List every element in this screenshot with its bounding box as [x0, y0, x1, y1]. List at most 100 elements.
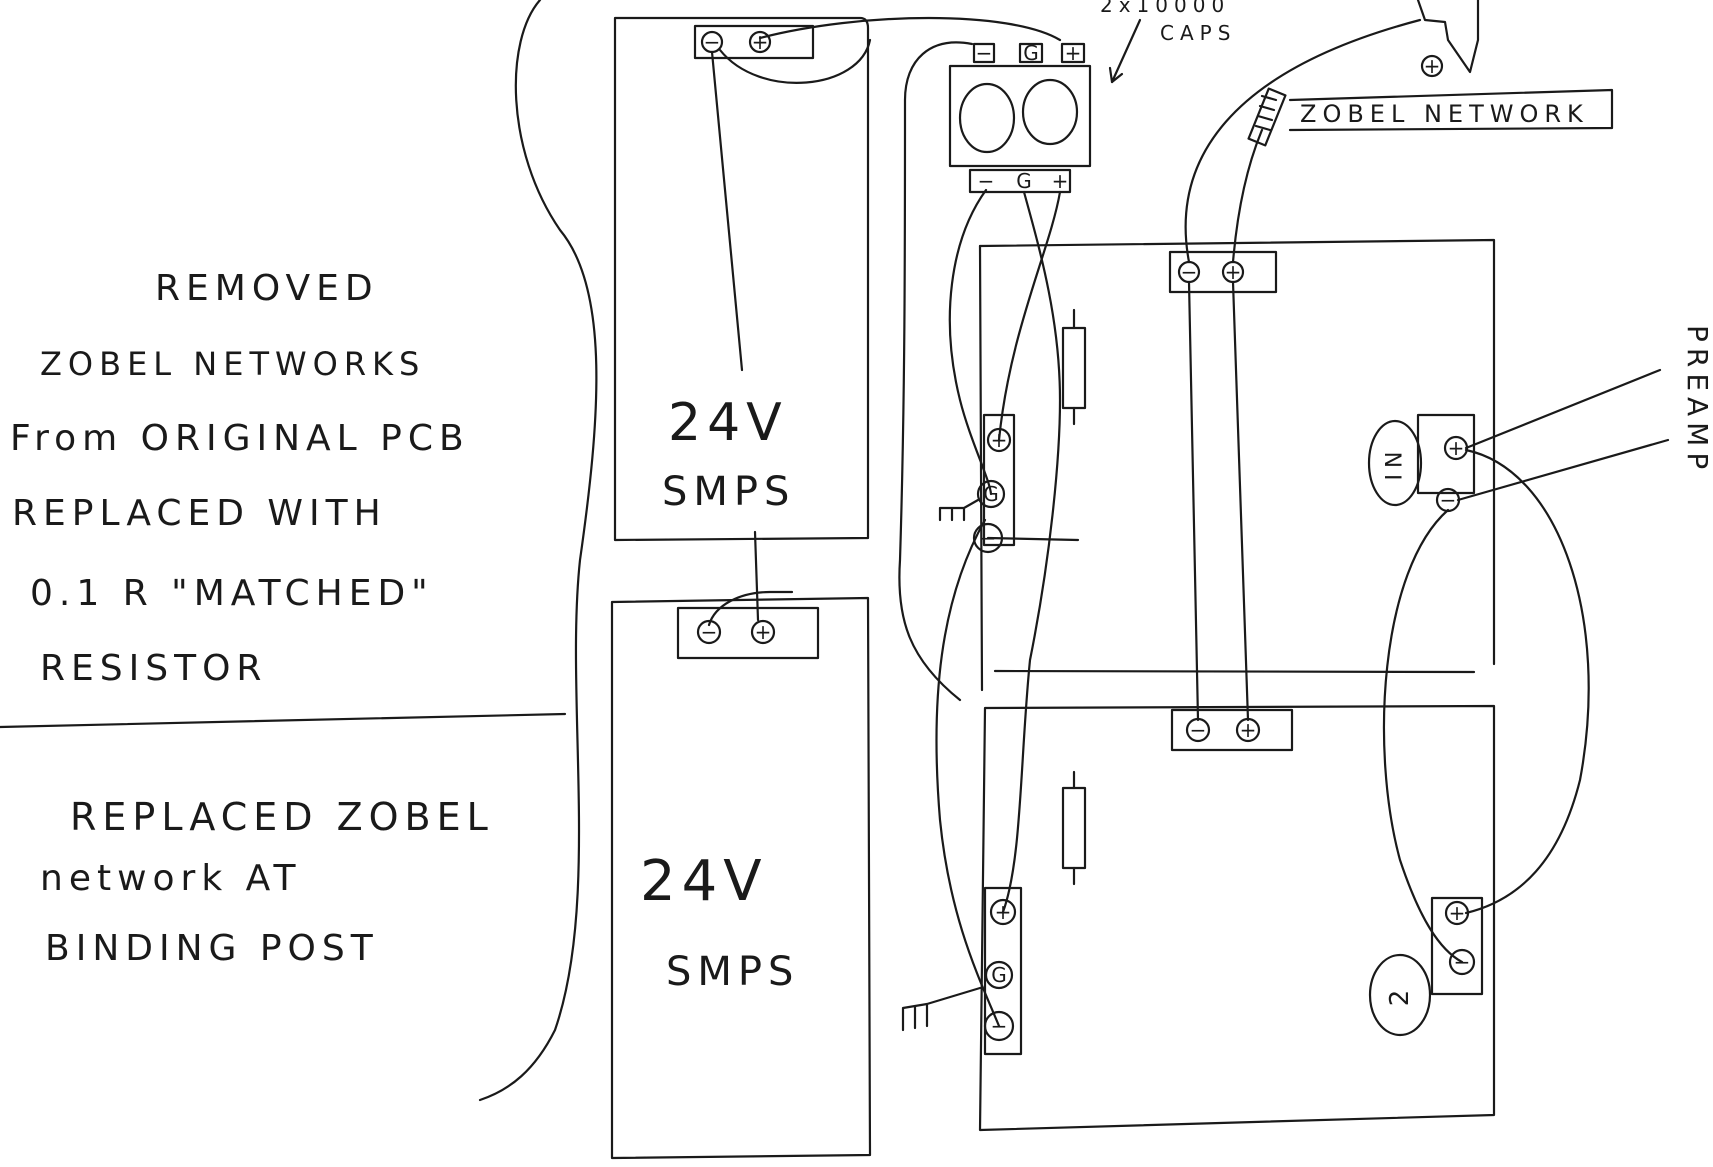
amp2-power-plus [989, 898, 1017, 926]
wire-amp1-to-amp2 [935, 518, 1001, 1028]
terminal-label: − [976, 41, 993, 65]
capacitor-board: − G + − G + 2x10000 CAPS [948, 0, 1236, 194]
note-line-7: REPLACED ZOBEL [70, 795, 494, 839]
amp1-left-edge [978, 244, 984, 692]
wire-cap-minus-amp1 [948, 188, 993, 496]
caps-value-label: 2x10000 [1100, 0, 1230, 17]
smps-bottom-minus-terminal [696, 619, 722, 645]
wire-smps-link [753, 530, 760, 622]
amp2-output-block [1170, 708, 1294, 752]
amp2-power-block [983, 886, 1023, 1056]
smps-top-terminal-block [693, 24, 815, 60]
cap-in-ground [1018, 42, 1044, 64]
note-line-2: ZOBEL NETWORKS [40, 345, 425, 383]
wire-out-plus [1231, 280, 1250, 722]
smps-bottom-outline [610, 596, 872, 1160]
terminal-label: G [1016, 169, 1032, 193]
wires [707, 16, 1670, 1028]
wire-smps-bottom-loop [707, 590, 794, 627]
terminal-label: + [1424, 54, 1441, 78]
amp1-power-plus [986, 427, 1012, 453]
amp2-in-minus [1448, 948, 1476, 976]
amp-board-1: − + + G − + − IN [938, 238, 1496, 692]
wire-speaker-a [1184, 18, 1422, 264]
amp1-output-block [1168, 250, 1278, 294]
amp1-power-ground [976, 479, 1006, 509]
terminal-label: + [1448, 436, 1465, 460]
amp-board-2: − + + G − + − 2 [901, 704, 1496, 1132]
wire-preamp-plus [1464, 368, 1662, 450]
cap-out-strip [968, 168, 1072, 194]
smps-bottom-voltage: 24V [640, 849, 768, 914]
terminal-label: + [755, 620, 772, 644]
amp2-outline [978, 704, 1496, 1132]
terminal-label: − [1190, 718, 1207, 742]
smps-bottom-plus-terminal [750, 619, 776, 645]
amp2-power-minus [983, 1010, 1015, 1042]
note-line-1: REMOVED [155, 268, 379, 309]
terminal-label: − [1440, 488, 1457, 512]
amp2-power-ground [984, 960, 1014, 990]
chassis-wire [478, 0, 598, 1102]
terminal-label: + [1449, 901, 1466, 925]
ch2-label: 2 [1385, 984, 1415, 1007]
smps-bottom-terminal-block [676, 606, 820, 660]
wire-caps-down-left [898, 41, 974, 702]
wire-out-minus [1187, 280, 1200, 722]
wire-smps-top-minus [710, 50, 744, 372]
in-label-circle [1367, 419, 1423, 507]
terminal-label: G [991, 963, 1007, 987]
amp2-ground-symbol [901, 986, 982, 1032]
cap-board-outline [948, 64, 1092, 168]
removed-note: REMOVED ZOBEL NETWORKS From ORIGINAL PCB… [10, 268, 470, 689]
wire-cap-plus-amp1 [997, 190, 1062, 442]
amp2-input-block [1430, 896, 1484, 996]
wire-cap-ground-amp2 [1001, 190, 1062, 914]
cap-in-plus [1060, 42, 1086, 64]
note-line-3: From ORIGINAL PCB [10, 418, 470, 459]
note-divider [0, 712, 567, 729]
in-label: IN [1383, 446, 1408, 481]
amp1-input-block [1416, 413, 1476, 495]
amp1-resistor [1061, 326, 1087, 410]
note-line-5: 0.1 R "MATCHED" [30, 573, 434, 614]
wire-preamp-minus [1456, 438, 1670, 502]
terminal-label: + [1240, 718, 1257, 742]
note-line-8: network AT [40, 858, 301, 899]
terminal-label: G [1023, 41, 1039, 65]
binding-post-outline [1416, 0, 1480, 74]
note-line-9: BINDING POST [45, 928, 379, 969]
caps-label: CAPS [1160, 21, 1236, 45]
smps-top-voltage: 24V [668, 393, 788, 453]
smps-top-name: SMPS [662, 469, 795, 515]
board-separator [993, 669, 1476, 674]
smps-bottom-name: SMPS [666, 949, 799, 995]
smps-top-plus-terminal [748, 30, 772, 54]
wire-preamp-to-ch2-plus [1464, 448, 1590, 915]
wire-smps-to-caps-a [758, 16, 1062, 42]
wire-speaker-b [1231, 128, 1264, 264]
wire-smps-to-caps-b [718, 38, 872, 84]
capacitor-1 [958, 82, 1016, 154]
smps-top-outline [613, 16, 870, 542]
caps-arrow [1110, 18, 1142, 84]
zobel-resistor-bands [1254, 94, 1278, 132]
amp1-ground-symbol [938, 498, 980, 522]
smps-bottom: − + 24V SMPS [610, 596, 872, 1160]
terminal-label: + [752, 30, 769, 54]
terminal-label: + [1065, 41, 1082, 65]
caps-arrowhead [1108, 66, 1124, 84]
zobel-label: ZOBEL NETWORK [1300, 100, 1589, 128]
replaced-note: REPLACED ZOBEL network AT BINDING POST [40, 795, 494, 969]
terminal-label: + [1052, 169, 1069, 193]
terminal-label: − [701, 620, 718, 644]
zobel-label-box [1288, 88, 1614, 132]
terminal-label: − [704, 30, 721, 54]
smps-top: − + 24V SMPS [613, 16, 870, 542]
wire-preamp-to-ch2-minus [1382, 508, 1464, 964]
terminal-label: + [1225, 260, 1242, 284]
cap-in-minus [972, 42, 996, 64]
capacitor-2 [1021, 78, 1079, 146]
terminal-label: − [1181, 260, 1198, 284]
